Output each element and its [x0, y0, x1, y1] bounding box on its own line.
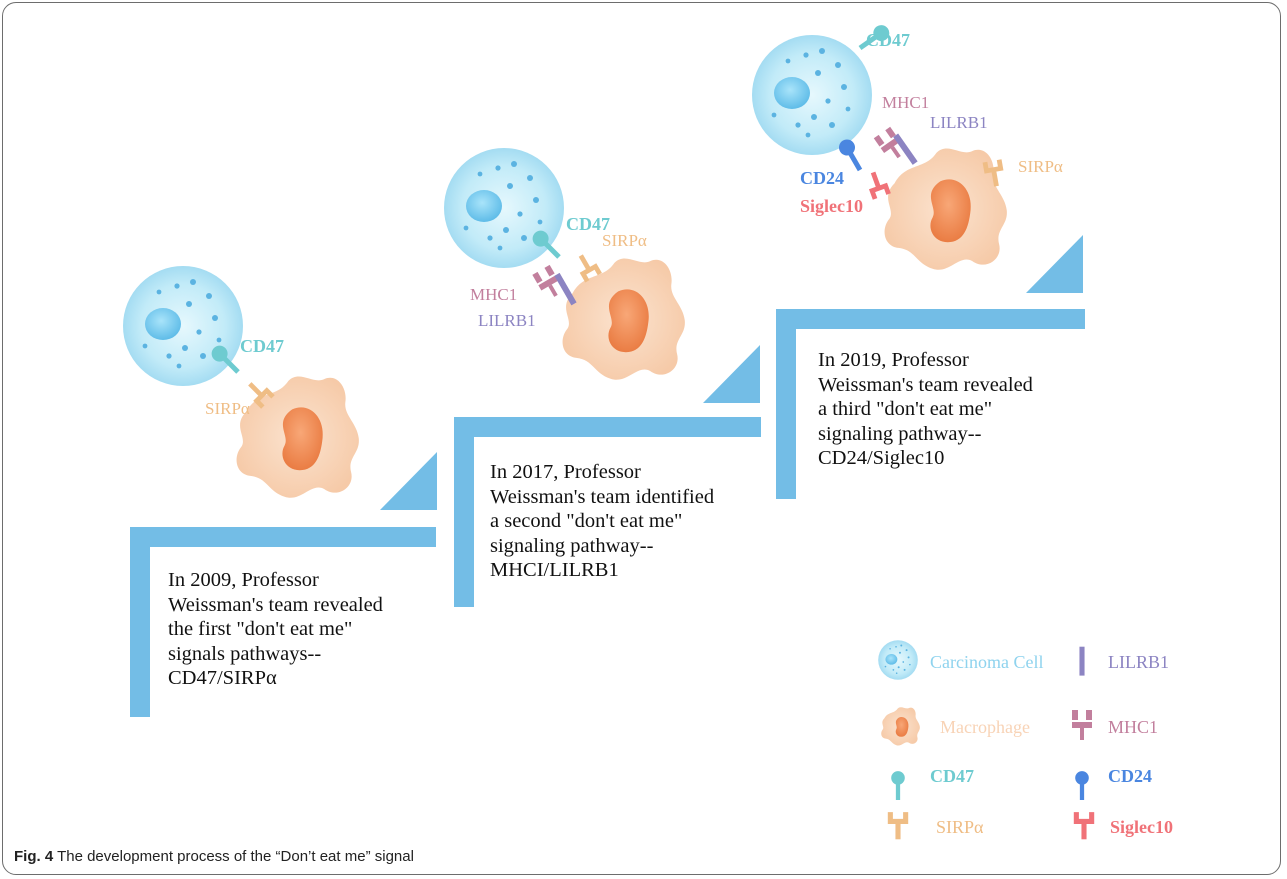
- sirpa-label: SIRPα: [602, 231, 647, 250]
- legend-macrophage-icon: [881, 707, 920, 746]
- legend-mhc1-icon: [1072, 710, 1092, 740]
- stair-step-3: [776, 235, 1085, 499]
- figure-caption: Fig. 4 The development process of the “D…: [14, 848, 414, 865]
- legend-cd24-icon: [1075, 771, 1089, 800]
- legend-cd47-icon: [891, 771, 905, 800]
- siglec10-label: Siglec10: [800, 196, 863, 216]
- legend-cd24-label: CD24: [1108, 766, 1152, 786]
- siglec10-receptor-icon: [864, 169, 891, 200]
- lilrb1-label: LILRB1: [478, 311, 536, 330]
- legend-cd47-label: CD47: [930, 766, 974, 786]
- legend: Carcinoma Cell LILRB1 Macrophage MHC1 CD…: [878, 640, 1173, 840]
- lilrb1-receptor-icon: [554, 272, 577, 306]
- legend-mhc1-label: MHC1: [1108, 717, 1158, 737]
- figure-caption-label: Fig. 4: [14, 848, 54, 865]
- step-2009-illustration: CD47 SIRPα: [123, 266, 359, 498]
- sirpa-label: SIRPα: [205, 399, 250, 418]
- macrophage-cell: [562, 258, 685, 380]
- legend-lilrb1-icon: [1079, 646, 1085, 676]
- sirpa-label: SIRPα: [1018, 157, 1063, 176]
- legend-sirpa-label: SIRPα: [936, 817, 984, 837]
- mhc1-label: MHC1: [882, 93, 929, 112]
- cd47-label: CD47: [866, 30, 910, 50]
- legend-siglec10-icon: [1073, 812, 1095, 840]
- cd47-label: CD47: [566, 214, 610, 234]
- stair-step-2: [454, 345, 761, 607]
- step-2019-illustration: CD47 MHC1 LILRB1 CD24 Siglec10 SIRPα: [752, 21, 1063, 270]
- lilrb1-label: LILRB1: [930, 113, 988, 132]
- figure-caption-text: The development process of the “Don’t ea…: [57, 848, 414, 865]
- legend-sirpa-icon: [887, 812, 909, 840]
- cd24-label: CD24: [800, 168, 844, 188]
- carcinoma-cell: [752, 35, 872, 155]
- carcinoma-cell: [444, 148, 564, 268]
- mhc1-label: MHC1: [470, 285, 517, 304]
- lilrb1-receptor-icon: [893, 133, 918, 165]
- macrophage-cell: [884, 148, 1007, 270]
- legend-carcinoma-icon: [878, 640, 918, 680]
- legend-lilrb1-label: LILRB1: [1108, 652, 1169, 672]
- staircase: [130, 235, 1085, 717]
- carcinoma-cell: [123, 266, 243, 386]
- legend-siglec10-label: Siglec10: [1110, 817, 1173, 837]
- step-2019-text: In 2019, Professor Weissman's team revea…: [818, 349, 1033, 469]
- step-2017-text: In 2017, Professor Weissman's team ident…: [490, 461, 715, 581]
- macrophage-cell: [236, 376, 359, 498]
- step-2009-text: In 2009, Professor Weissman's team revea…: [168, 569, 383, 689]
- cd47-label: CD47: [240, 336, 284, 356]
- legend-macrophage-label: Macrophage: [940, 717, 1030, 737]
- step-2017-illustration: CD47 SIRPα MHC1 LILRB1: [444, 148, 685, 380]
- stair-step-1: [130, 452, 437, 717]
- legend-carcinoma-label: Carcinoma Cell: [930, 652, 1043, 672]
